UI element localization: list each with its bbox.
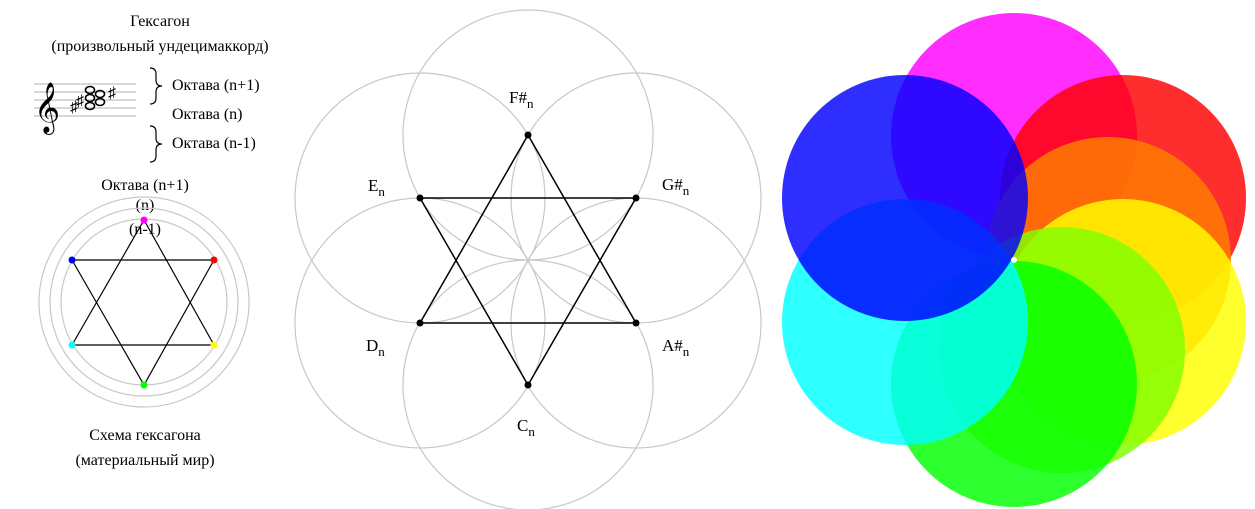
wheel-center-dot xyxy=(1011,257,1017,263)
wheel-circle-blue xyxy=(782,75,1028,321)
